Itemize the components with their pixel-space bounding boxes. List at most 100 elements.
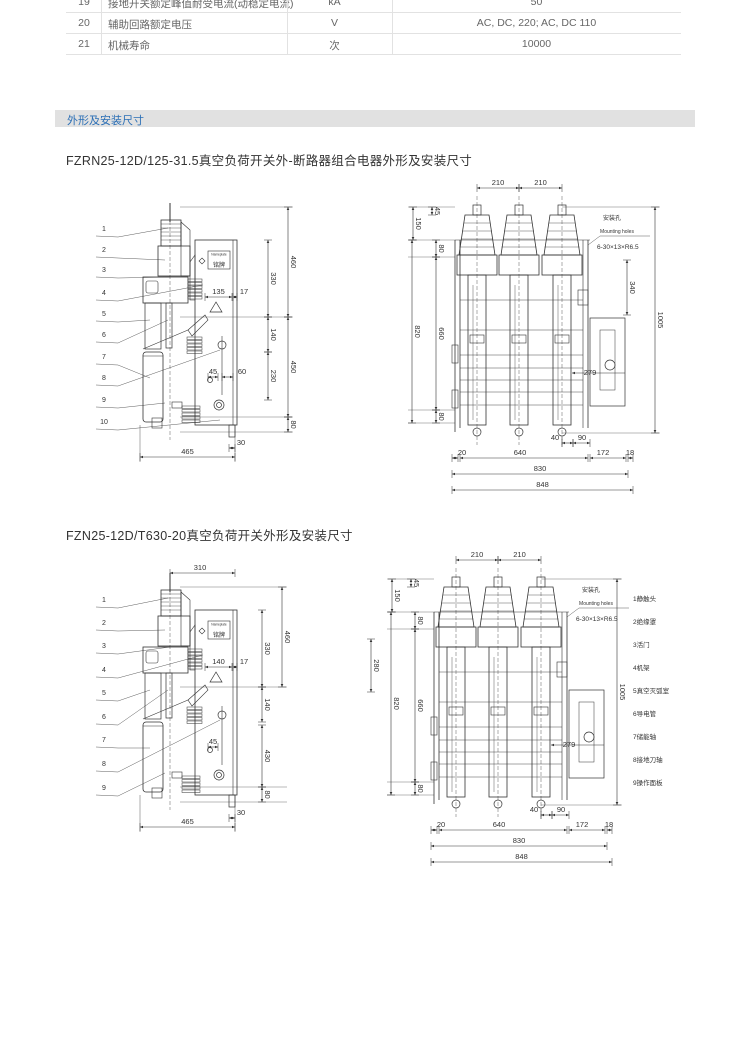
mounting-spec-label: 6-30×13×R6.5 — [576, 616, 618, 623]
dimension-label: 150 — [393, 589, 402, 602]
drawing-part — [187, 659, 203, 663]
dimension-label: 172 — [576, 820, 589, 829]
section-header: 外形及安装尺寸 — [55, 110, 695, 127]
drawing-part — [187, 289, 203, 293]
row-unit: kA — [328, 0, 341, 8]
leader-line — [95, 402, 166, 409]
dimension-arrow — [602, 828, 605, 832]
drawing-part — [514, 427, 524, 437]
dimension-label: 140 — [212, 657, 225, 666]
dimension-arrow — [170, 571, 173, 575]
dimension-arrow — [434, 420, 438, 423]
dimension-label: 140 — [269, 328, 278, 341]
part-number-label: 8 — [102, 375, 106, 382]
drawing-part — [194, 609, 238, 796]
dimension-label: 210 — [534, 178, 547, 187]
dimension-arrow — [390, 609, 394, 612]
leader-line — [95, 629, 166, 632]
drawing-part — [157, 615, 191, 647]
drawing-part — [186, 350, 203, 354]
leader-line — [95, 419, 221, 431]
dimension-label: 210 — [471, 550, 484, 559]
dimension-arrow — [286, 414, 290, 417]
dimension-label: 172 — [597, 448, 610, 457]
leader-line — [95, 363, 151, 379]
dimension-arrow — [434, 240, 438, 243]
dimension-label: 80 — [437, 412, 446, 420]
dimension-arrow — [205, 295, 208, 299]
dimension-label: 40 — [551, 433, 559, 442]
dimension-arrow — [280, 587, 284, 590]
part-number-label: 7 — [102, 354, 106, 361]
leader-line — [95, 319, 169, 344]
row-name: 辅助回路额定电压 — [108, 19, 192, 31]
mounting-spec-label: 6-30×13×R6.5 — [597, 244, 639, 251]
dimension-arrow — [413, 792, 417, 795]
drawing-part — [181, 779, 201, 783]
dimension-label: 280 — [372, 659, 381, 672]
drawing-part — [552, 274, 572, 426]
dimension-arrow — [452, 456, 455, 460]
dimension-arrow — [205, 665, 208, 669]
dimension-arrow — [390, 579, 394, 582]
drawing-part — [171, 401, 183, 409]
dimension-arrow — [413, 629, 417, 632]
drawing-part — [186, 706, 203, 710]
warning-triangle — [209, 671, 223, 683]
drawing-part — [488, 646, 508, 798]
dimension-label: 210 — [513, 550, 526, 559]
drawing-part — [187, 285, 203, 289]
dimension-arrow — [430, 212, 434, 215]
dimension-label: 330 — [263, 642, 272, 655]
dimension-arrow — [456, 558, 459, 562]
drawing-part — [228, 794, 236, 808]
drawing-part — [151, 787, 163, 799]
dimension-label: 279 — [563, 740, 576, 749]
dimension-label: 90 — [557, 805, 565, 814]
part-number-label: 4 — [102, 667, 106, 674]
dimension-arrow — [232, 455, 235, 459]
drawing-part — [194, 239, 238, 426]
dimension-arrow — [460, 456, 463, 460]
dimension-arrow — [266, 349, 270, 352]
column-divider — [101, 0, 102, 55]
dimension-label: 17 — [240, 657, 248, 666]
dimension-label: 830 — [513, 836, 526, 845]
angled-insulator — [187, 314, 209, 337]
dimension-label: 40 — [530, 805, 538, 814]
dimension-arrow — [452, 488, 455, 492]
dimension-arrow — [452, 472, 455, 476]
row-value: 10000 — [521, 38, 552, 50]
drawing-part — [187, 666, 203, 670]
leader-line — [95, 772, 166, 797]
dimension-arrow — [625, 260, 629, 263]
drawing-part — [207, 250, 231, 270]
dimension-arrow — [411, 207, 415, 210]
leader-line — [95, 646, 171, 655]
dimension-arrow — [286, 429, 290, 432]
dimension-arrow — [229, 446, 232, 450]
dimension-label: 80 — [289, 420, 298, 428]
dimension-label: 279 — [584, 368, 597, 377]
dimension-label: 848 — [515, 852, 528, 861]
dimension-label: 135 — [212, 287, 225, 296]
drawing-part — [451, 799, 461, 809]
drawing-line — [587, 235, 601, 246]
part-number-label: 1 — [102, 226, 106, 233]
table-row: 21 机械寿命 次 10000 — [66, 34, 681, 55]
section-title: 外形及安装尺寸 — [67, 115, 144, 127]
leader-line — [95, 597, 169, 609]
dimension-arrow — [413, 779, 417, 782]
row-unit: 次 — [329, 40, 340, 52]
legend-item: 9操作面板 — [633, 778, 663, 787]
dimension-label: 45 — [433, 207, 442, 215]
drawing-part — [577, 289, 589, 306]
dimension-arrow — [413, 612, 417, 615]
dimension-arrow — [625, 472, 628, 476]
drawing-part — [599, 329, 616, 391]
drawing-part — [186, 340, 203, 344]
mounting-holes-cn-label: 安装孔 — [582, 586, 600, 594]
dimension-arrow — [615, 802, 619, 805]
